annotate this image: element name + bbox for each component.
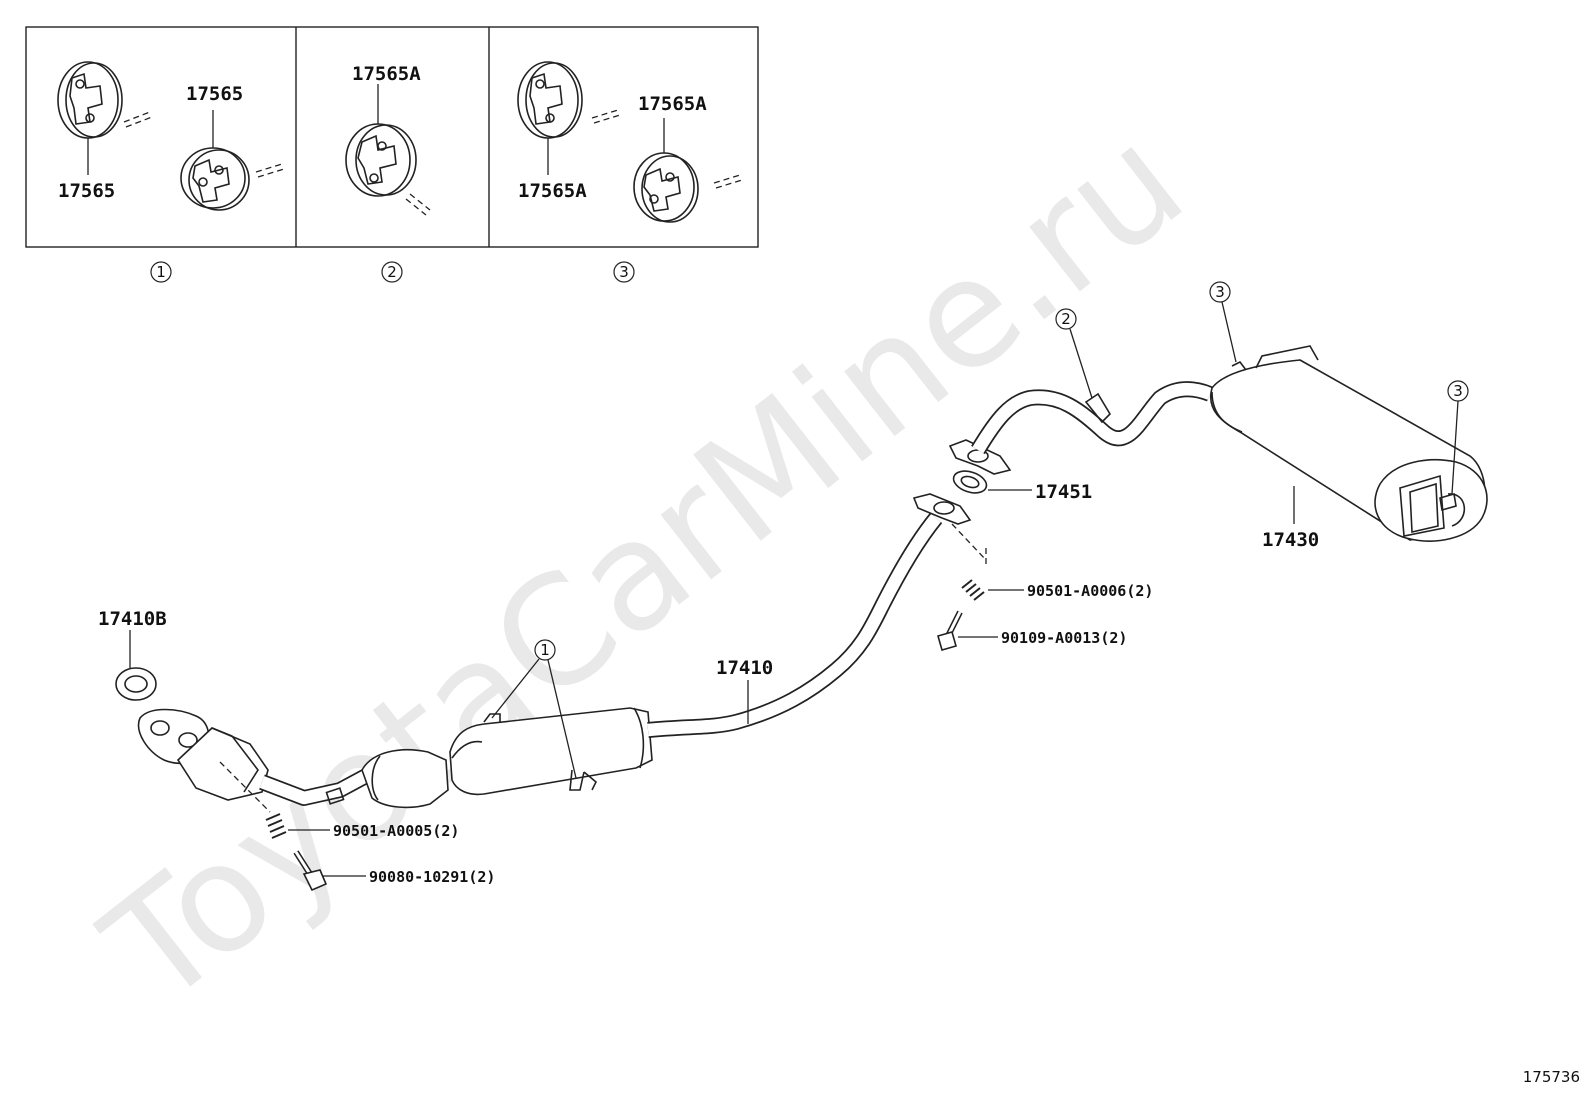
part-label-17565A-center: 17565A bbox=[352, 63, 421, 85]
part-label-bolt-upper: 90109-A0013(2) bbox=[1001, 629, 1127, 647]
bolt-upper: 90109-A0013(2) bbox=[937, 610, 1127, 651]
diagram-id: 175736 bbox=[1523, 1068, 1580, 1086]
svg-text:2: 2 bbox=[1061, 310, 1071, 328]
hanger-marker-3-top: 3 bbox=[1209, 281, 1237, 363]
tailpipe-callout: 17430 bbox=[1262, 486, 1319, 551]
part-label-bolt-lower: 90080-10291(2) bbox=[369, 868, 495, 886]
hanger-marker-2: 2 bbox=[1055, 308, 1093, 399]
part-label-17410B: 17410B bbox=[98, 608, 167, 630]
part-label-17410: 17410 bbox=[716, 657, 773, 679]
panel-marker-2: 2 bbox=[381, 261, 403, 283]
spring-upper: 90501-A0006(2) bbox=[951, 523, 1153, 601]
svg-text:1: 1 bbox=[540, 641, 550, 659]
part-label-17565-right: 17565 bbox=[186, 83, 243, 105]
panel-marker-1: 1 bbox=[150, 261, 172, 283]
part-label-17565A-right: 17565A bbox=[638, 93, 707, 115]
svg-text:3: 3 bbox=[619, 263, 629, 281]
tailpipe-muffler-assembly bbox=[948, 345, 1488, 542]
gasket-mid: 17451 bbox=[952, 470, 1092, 503]
svg-text:1: 1 bbox=[156, 263, 166, 281]
panel-marker-3: 3 bbox=[613, 261, 635, 283]
gasket-front bbox=[115, 667, 157, 701]
part-label-17565A-left: 17565A bbox=[518, 180, 587, 202]
part-label-17565-left: 17565 bbox=[58, 180, 115, 202]
watermark: ToyotaCarMine.ru bbox=[74, 94, 1215, 1038]
part-label-17430: 17430 bbox=[1262, 529, 1319, 551]
hanger-marker-1: 1 bbox=[491, 639, 577, 779]
hanger-rubber-icon bbox=[517, 61, 583, 139]
hanger-rubber-icon bbox=[345, 123, 417, 197]
svg-text:3: 3 bbox=[1453, 382, 1463, 400]
svg-text:2: 2 bbox=[387, 263, 397, 281]
part-label-spring-lower: 90501-A0005(2) bbox=[333, 822, 459, 840]
hanger-rubber-icon bbox=[57, 61, 123, 139]
hanger-rubber-icon bbox=[633, 152, 699, 223]
front-pipe-callout: 17410 bbox=[716, 657, 773, 724]
hanger-inset-panel: 17565 17565 17565A bbox=[25, 26, 759, 248]
svg-text:3: 3 bbox=[1215, 283, 1225, 301]
part-label-spring-upper: 90501-A0006(2) bbox=[1027, 582, 1153, 600]
hanger-rubber-icon bbox=[180, 147, 250, 211]
bolt-lower: 90080-10291(2) bbox=[293, 850, 495, 892]
hanger-marker-3-rear: 3 bbox=[1447, 380, 1469, 495]
part-label-17451: 17451 bbox=[1035, 481, 1092, 503]
front-exhaust-pipe-assembly bbox=[115, 493, 972, 809]
spring-lower: 90501-A0005(2) bbox=[219, 761, 459, 840]
